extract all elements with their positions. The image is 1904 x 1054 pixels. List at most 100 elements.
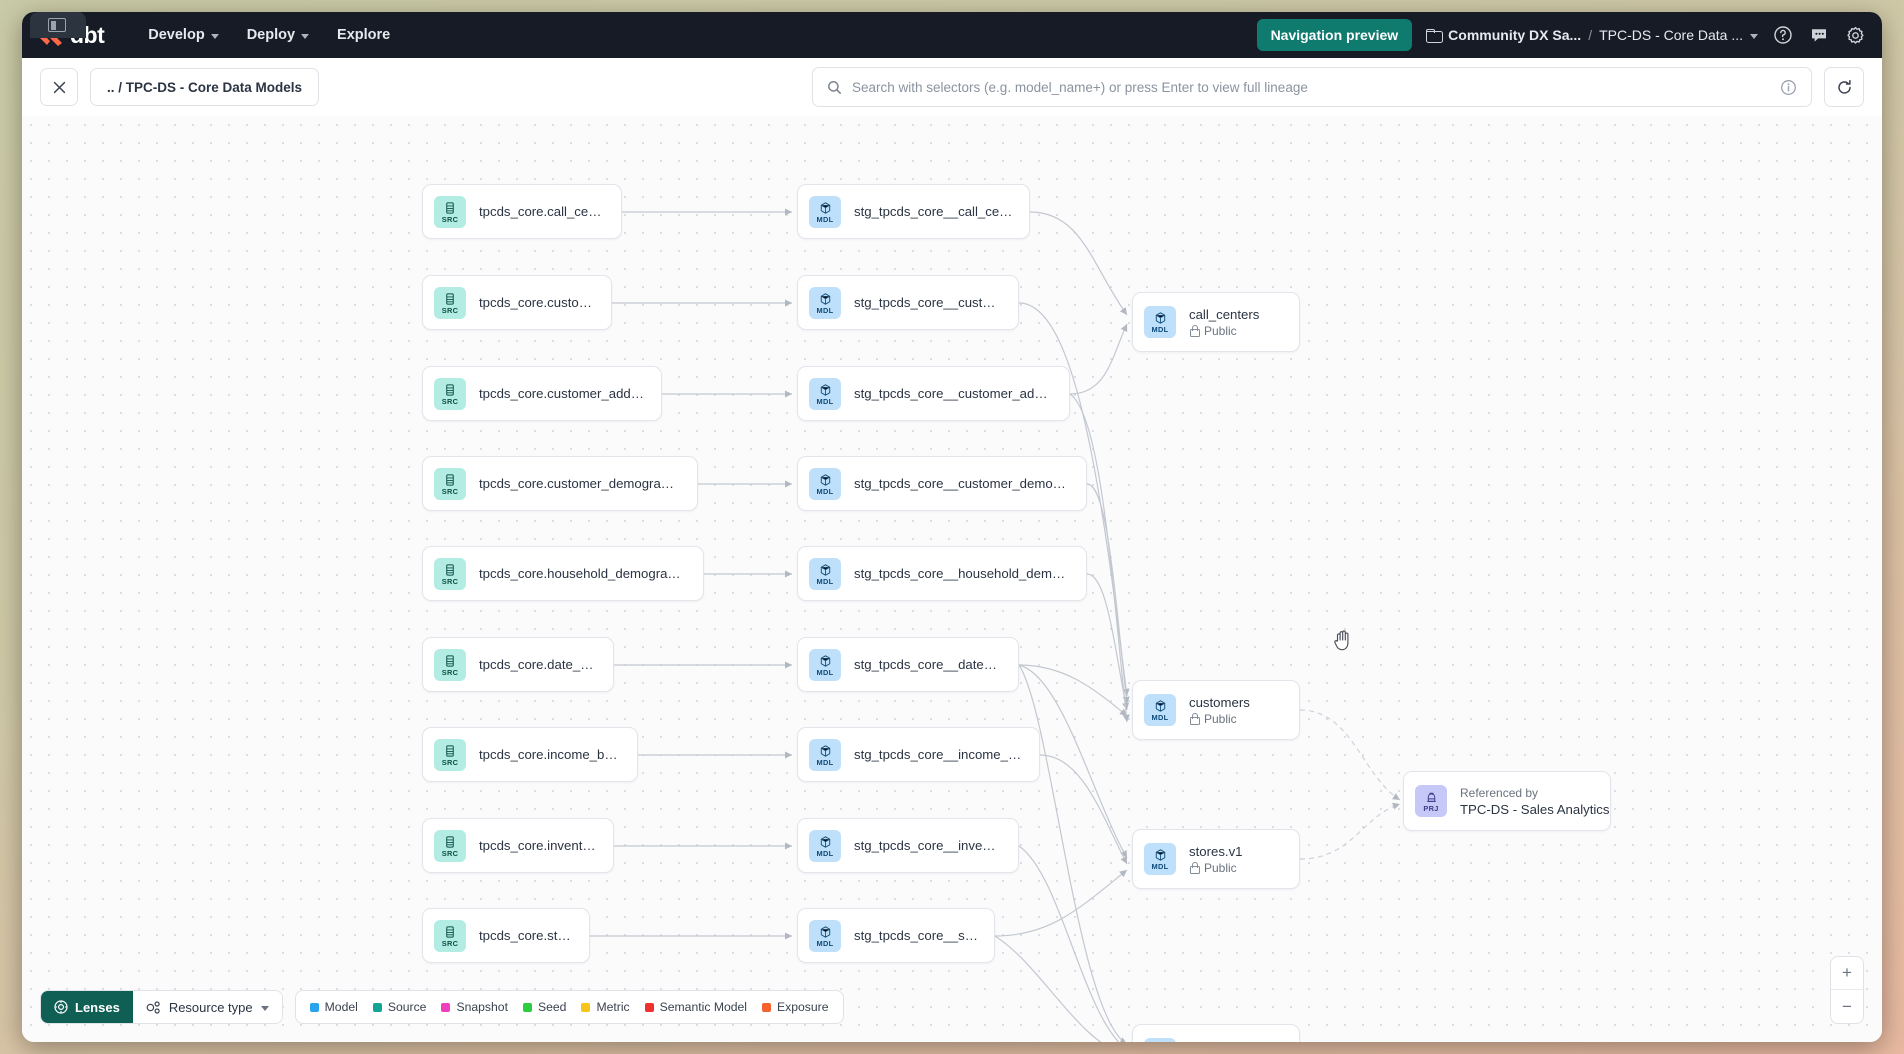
close-icon <box>53 81 65 93</box>
node-label: tpcds_core.customer_demographics <box>479 476 681 491</box>
zoom-controls: + − <box>1830 956 1864 1024</box>
legend-label: Source <box>387 1000 427 1014</box>
lenses-button[interactable]: Lenses <box>41 991 133 1023</box>
account-name[interactable]: Community DX Sa... <box>1448 27 1582 43</box>
edge-group-public-to-project <box>1299 709 1401 860</box>
chevron-down-icon[interactable] <box>1750 33 1758 39</box>
node-label: stores.v2 <box>1189 1039 1243 1043</box>
browser-tab-nub[interactable] <box>30 12 86 38</box>
node-label: stg_tpcds_core__date_dim <box>854 657 1002 672</box>
src-badge-icon: SRC <box>434 919 466 952</box>
legend-swatch <box>441 1002 451 1012</box>
navigation-preview-button[interactable]: Navigation preview <box>1256 19 1413 51</box>
edge-group-src-to-stg <box>590 208 792 940</box>
info-icon[interactable] <box>1780 79 1797 96</box>
nav-item-develop-label: Develop <box>148 27 205 43</box>
bottom-toolbar: Lenses Resource type Model Source Snapshot… <box>40 990 844 1024</box>
project-name[interactable]: TPC-DS - Core Data ... <box>1599 27 1743 43</box>
mdl-badge-icon: MDL <box>809 286 841 319</box>
src-badge-icon: SRC <box>434 467 466 500</box>
nav-item-explore-label: Explore <box>337 27 391 43</box>
node-text-stack: stores.v2Public <box>1189 1039 1243 1043</box>
chevron-down-icon <box>210 33 219 39</box>
account-breadcrumb: Community DX Sa... / TPC-DS - Core Data … <box>1426 27 1758 43</box>
feedback-icon[interactable] <box>1808 24 1830 46</box>
resource-type-button[interactable]: Resource type <box>132 991 282 1023</box>
lock-icon <box>1189 325 1200 337</box>
node-label: tpcds_core.call_center <box>479 204 605 219</box>
legend-item-exposure[interactable]: Exposure <box>762 1000 829 1014</box>
legend-label: Metric <box>596 1000 630 1014</box>
node-label: stg_tpcds_core__customer_demogra… <box>854 476 1070 491</box>
node-label: stg_tpcds_core__household_demogr… <box>854 566 1070 581</box>
close-button[interactable] <box>40 68 78 106</box>
node-label: stores.v1 <box>1189 843 1243 859</box>
mdl-badge-icon: MDL <box>1144 694 1176 726</box>
zoom-out-button[interactable]: − <box>1842 996 1852 1016</box>
mdl-badge-icon: MDL <box>809 377 841 410</box>
node-label: stg_tpcds_core__customer <box>854 295 1002 310</box>
edge-group-stg-to-public <box>994 211 1130 1042</box>
node-label: tpcds_core.income_band <box>479 747 621 762</box>
legend-item-source[interactable]: Source <box>372 1000 427 1014</box>
lineage-node-src-date-dim[interactable]: SRC tpcds_core.date_dim <box>422 637 614 692</box>
nav-item-explore[interactable]: Explore <box>327 21 400 49</box>
settings-gear-icon[interactable] <box>1844 24 1866 46</box>
lock-icon <box>1189 862 1200 874</box>
breadcrumb-separator: / <box>1588 27 1593 43</box>
legend-item-model[interactable]: Model <box>309 1000 358 1014</box>
search-box[interactable] <box>812 67 1812 107</box>
nav-item-develop[interactable]: Develop <box>138 21 228 49</box>
resource-type-legend: Model Source Snapshot Seed Metric Semantic Mo… <box>294 990 844 1024</box>
legend-item-seed[interactable]: Seed <box>522 1000 566 1014</box>
lineage-node-src-customer-demographics[interactable]: SRC tpcds_core.customer_demographics <box>422 456 698 511</box>
search-group <box>812 67 1864 107</box>
nav-item-deploy[interactable]: Deploy <box>237 21 319 49</box>
nav-item-deploy-label: Deploy <box>246 27 296 43</box>
legend-item-semantic-model[interactable]: Semantic Model <box>644 1000 747 1014</box>
prj-badge-icon: PRJ <box>1415 785 1447 817</box>
legend-item-snapshot[interactable]: Snapshot <box>441 1000 508 1014</box>
node-label: tpcds_core.store <box>479 928 573 943</box>
tab-icon <box>48 18 66 32</box>
folder-icon <box>1426 29 1444 43</box>
mdl-badge-icon: MDL <box>1144 306 1176 338</box>
help-icon[interactable] <box>1772 24 1794 46</box>
node-access-badge: Public <box>1189 324 1259 338</box>
node-access-label: Public <box>1204 711 1237 726</box>
lineage-node-mdl-stg-customer[interactable]: MDL stg_tpcds_core__customer <box>797 275 1019 330</box>
src-badge-icon: SRC <box>434 377 466 410</box>
search-input[interactable] <box>852 79 1770 95</box>
lineage-toolbar: .. / TPC-DS - Core Data Models <box>22 58 1882 116</box>
src-badge-icon: SRC <box>434 829 466 862</box>
refresh-button[interactable] <box>1824 67 1864 107</box>
mdl-badge-icon: MDL <box>809 829 841 862</box>
lineage-node-src-store[interactable]: SRC tpcds_core.store <box>422 908 590 963</box>
breadcrumb-chip[interactable]: .. / TPC-DS - Core Data Models <box>90 68 320 106</box>
src-badge-icon: SRC <box>434 648 466 681</box>
zoom-in-button[interactable]: + <box>1831 957 1863 990</box>
legend-item-metric[interactable]: Metric <box>581 1000 630 1014</box>
node-label: tpcds_core.date_dim <box>479 657 597 672</box>
